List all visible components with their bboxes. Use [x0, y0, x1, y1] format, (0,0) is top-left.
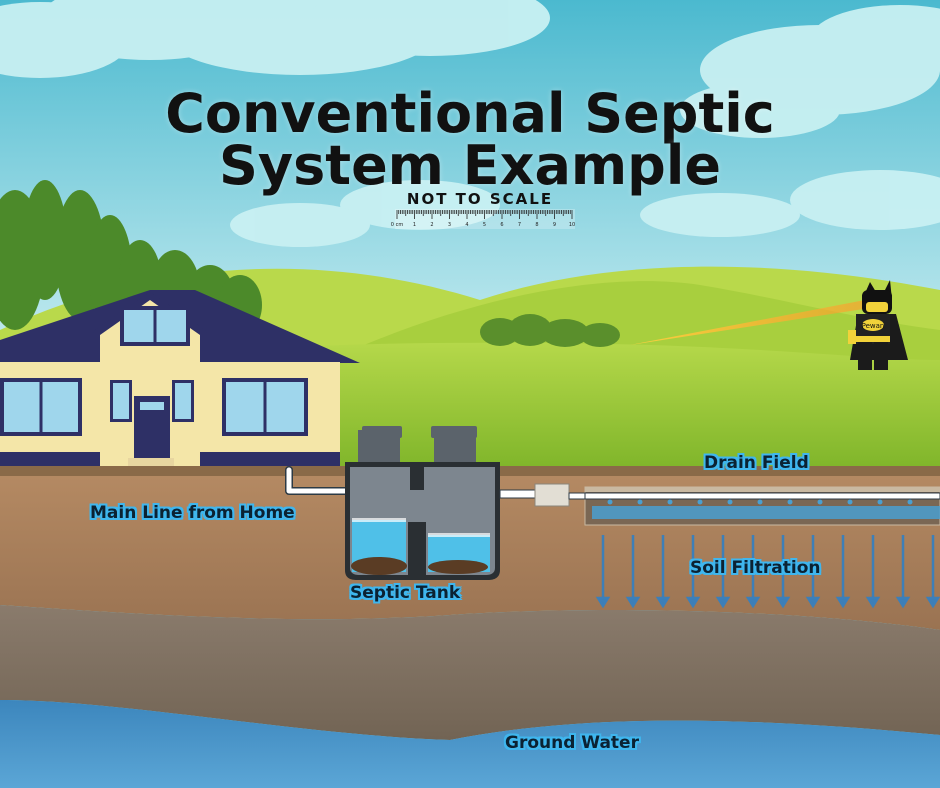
not-to-scale-note: NOT TO SCALE	[406, 190, 554, 208]
scale-ruler: 0 cm 1 2 3 4 5 6 7 8 9 10	[391, 209, 575, 229]
soil-filtration-label: Soil Filtration	[690, 558, 821, 578]
main-line-label: Main Line from Home	[90, 503, 295, 523]
ruler-tick-label: 4	[465, 222, 468, 228]
clouds	[0, 0, 940, 247]
ruler-tick-label: 6	[500, 222, 503, 228]
ground-water	[0, 700, 940, 788]
house	[0, 290, 360, 470]
ruler-tick-label: 5	[483, 222, 486, 228]
septic-tank	[345, 426, 500, 580]
ground-water-label: Ground Water	[505, 733, 639, 753]
page-title-line2: System Example	[219, 134, 721, 197]
ruler-tick-label: 7	[518, 222, 521, 228]
ruler-tick-label: 10	[569, 222, 575, 228]
figure: Pewan	[848, 280, 908, 370]
septic-tank-label: Septic Tank	[350, 583, 461, 603]
main-line-pipe-inner	[286, 467, 348, 494]
ruler-tick-label: 8	[535, 222, 538, 228]
ruler-tick-label: 9	[553, 222, 556, 228]
gravel-layer	[0, 605, 940, 740]
drain-field-label: Drain Field	[704, 453, 809, 473]
ruler-tick-label: 3	[448, 222, 451, 228]
page-title-line1: Conventional Septic	[165, 82, 775, 145]
ruler-tick-label: 1	[413, 222, 416, 228]
drain-field	[584, 486, 940, 526]
ruler-tick-label: 2	[430, 222, 433, 228]
far-tree-line	[480, 314, 620, 347]
figure-badge-text: Pewan	[862, 322, 885, 330]
filtration-arrows	[595, 535, 940, 609]
ruler-tick-label: 0 cm	[391, 222, 404, 228]
light-beam	[630, 300, 870, 345]
